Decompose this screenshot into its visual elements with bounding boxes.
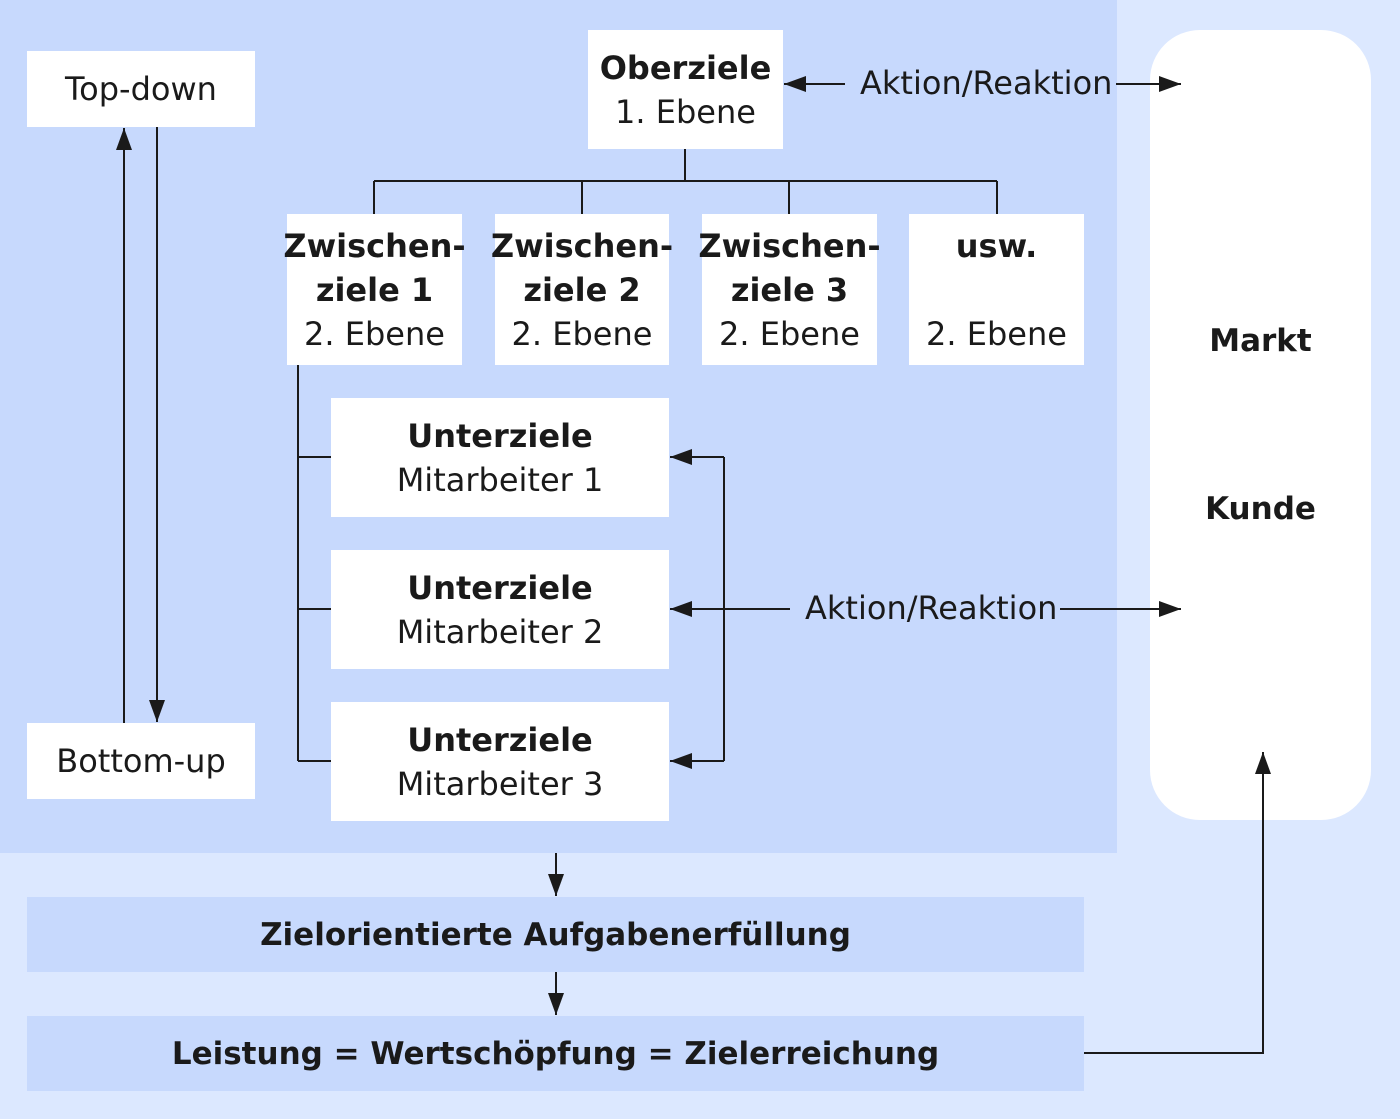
unterziele-1-sub: Mitarbeiter 1 bbox=[396, 460, 604, 499]
unterziele-3-sub: Mitarbeiter 3 bbox=[396, 764, 604, 803]
zwischenziele-1-level: 2. Ebene bbox=[304, 314, 445, 353]
zwischenziele-3-line2: ziele 3 bbox=[730, 270, 849, 309]
bottom-up-label: Bottom-up bbox=[56, 742, 226, 780]
top-down-label: Top-down bbox=[65, 70, 217, 108]
zwischenziele-1-line1: Zwischen- bbox=[283, 226, 466, 265]
leistung-to-market-arrow bbox=[1084, 752, 1271, 1054]
kunde-label: Kunde bbox=[1205, 491, 1316, 527]
zwischenziele-1-box: Zwischen- ziele 1 2. Ebene bbox=[283, 214, 466, 365]
oberziele-level: 1. Ebene bbox=[615, 92, 756, 131]
zwischenziele-2-box: Zwischen- ziele 2 2. Ebene bbox=[491, 214, 673, 365]
unterziele-2-sub: Mitarbeiter 2 bbox=[396, 612, 604, 651]
unterziele-1-title: Unterziele bbox=[407, 416, 593, 455]
zwischenziele-1-line2: ziele 1 bbox=[315, 270, 434, 309]
zwischenziele-3-box: Zwischen- ziele 3 2. Ebene bbox=[698, 214, 881, 365]
aufgabenerfuellung-band: Zielorientierte Aufgabenerfüllung bbox=[27, 897, 1084, 972]
top-down-box: Top-down bbox=[27, 51, 255, 127]
leistung-band: Leistung = Wertschöpfung = Zielerreichun… bbox=[27, 1016, 1084, 1091]
zwischenziele-usw-line1: usw. bbox=[955, 226, 1038, 265]
zwischenziele-2-line1: Zwischen- bbox=[490, 226, 674, 265]
zwischenziele-2-level: 2. Ebene bbox=[511, 314, 653, 353]
aufgabenerfuellung-label: Zielorientierte Aufgabenerfüllung bbox=[260, 916, 851, 953]
unterziele-3-title: Unterziele bbox=[407, 720, 593, 759]
oberziele-box: Oberziele 1. Ebene bbox=[588, 30, 783, 149]
markt-label: Markt bbox=[1209, 323, 1312, 359]
zwischenziele-usw-level: 2. Ebene bbox=[926, 314, 1067, 353]
zwischenziele-3-line1: Zwischen- bbox=[698, 226, 881, 265]
unterziele-2-title: Unterziele bbox=[407, 568, 593, 607]
bottom-up-box: Bottom-up bbox=[27, 723, 255, 799]
zwischenziele-2-line2: ziele 2 bbox=[523, 270, 641, 309]
aktion-reaktion-top-label: Aktion/Reaktion bbox=[860, 64, 1113, 102]
zwischenziele-usw-box: usw. 2. Ebene bbox=[909, 214, 1084, 365]
unterziele-1-box: Unterziele Mitarbeiter 1 bbox=[331, 398, 669, 517]
unterziele-2-box: Unterziele Mitarbeiter 2 bbox=[331, 550, 669, 669]
oberziele-title: Oberziele bbox=[599, 48, 772, 87]
unterziele-3-box: Unterziele Mitarbeiter 3 bbox=[331, 702, 669, 821]
market-box: Markt Kunde bbox=[1150, 30, 1371, 820]
aktion-reaktion-mid-label: Aktion/Reaktion bbox=[805, 589, 1058, 627]
leistung-label: Leistung = Wertschöpfung = Zielerreichun… bbox=[171, 1035, 940, 1072]
zwischenziele-3-level: 2. Ebene bbox=[719, 314, 860, 353]
